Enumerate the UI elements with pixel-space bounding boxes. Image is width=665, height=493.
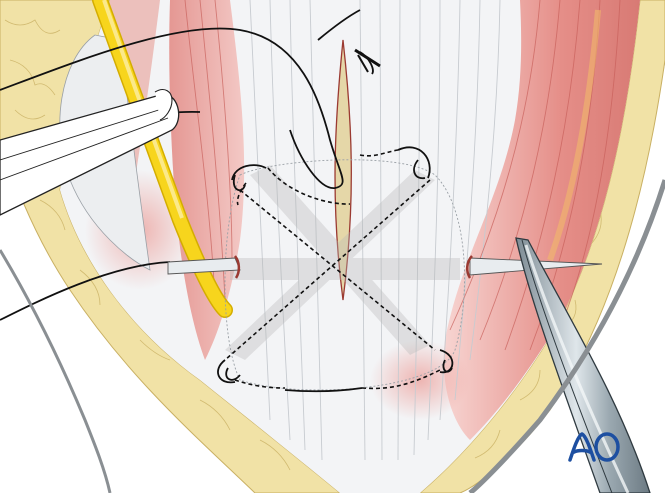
tendon-incision (334, 39, 352, 301)
pin-left (167, 255, 241, 279)
needle-small (354, 48, 381, 73)
muscle-streak (547, 9, 601, 262)
muscle-right (443, 0, 640, 440)
tendon-outline-dotted (224, 159, 465, 391)
tissue-blush-right (370, 340, 470, 420)
drape-edge (468, 179, 665, 493)
nerve (93, 0, 232, 317)
ao-logo-mark (568, 432, 620, 462)
ao-logo: AO (566, 430, 622, 464)
suture-dashed (224, 149, 441, 390)
retractor-instrument (0, 89, 180, 216)
drape-edge-left (0, 249, 112, 493)
